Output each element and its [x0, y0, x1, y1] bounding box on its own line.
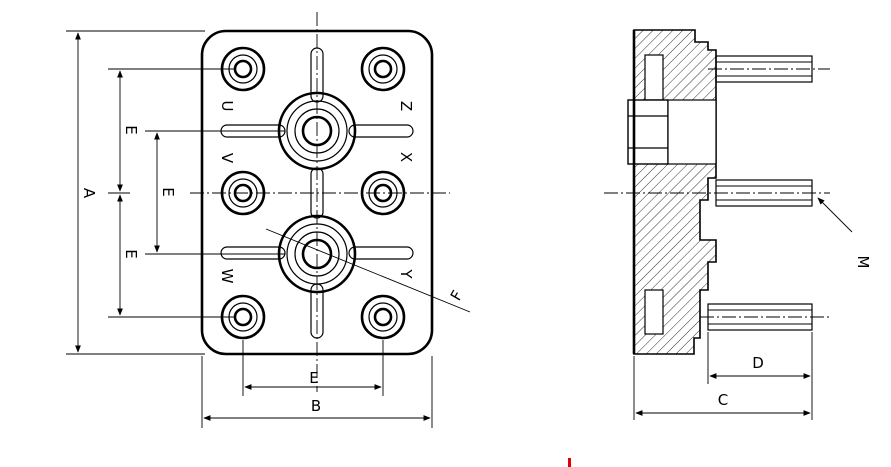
- side-body-inner: [667, 99, 717, 165]
- dimension-label-c: C: [718, 391, 728, 409]
- hole-label-w: W: [218, 269, 236, 284]
- dimension-label-e-middle: E: [159, 187, 177, 196]
- horizontal-slot-lower-right: [348, 246, 414, 260]
- horizontal-slot-upper-right: [348, 124, 414, 138]
- leader-m: M: [817, 197, 872, 269]
- hole-label-v: V: [218, 153, 236, 164]
- dimension-d: D: [707, 332, 813, 420]
- side-bore-upper: [644, 54, 664, 101]
- mounting-hole-bottom-right: [360, 294, 406, 340]
- side-view: M D C: [604, 29, 872, 420]
- side-bore-lower: [644, 289, 664, 335]
- dimension-label-d: D: [752, 354, 764, 372]
- dimension-label-a: A: [80, 188, 98, 199]
- dimension-label-f: F: [447, 287, 467, 303]
- dimension-label-e-lower: E: [122, 249, 140, 258]
- dimension-label-e-upper: E: [122, 125, 140, 134]
- mounting-hole-middle-right: [360, 170, 406, 216]
- vertical-slot-top: [310, 47, 324, 103]
- mounting-hole-middle-left: [220, 170, 266, 216]
- hole-label-z: Z: [397, 101, 415, 111]
- horizontal-slot-lower-left: [220, 246, 286, 260]
- hole-label-u: U: [218, 101, 236, 112]
- leader-f: F: [265, 228, 471, 313]
- hole-label-x: X: [397, 152, 415, 162]
- dimension-c: C: [633, 356, 811, 420]
- dimension-e-vertical-stack: E E E: [108, 68, 285, 318]
- dimension-b: B: [201, 356, 433, 428]
- hole-label-y: Y: [397, 268, 415, 279]
- dimension-label-m: M: [854, 256, 872, 269]
- dimension-a: A: [66, 30, 205, 355]
- dimension-label-e-horizontal: E: [309, 369, 318, 387]
- front-view: U Z V X W Y A E E E: [66, 12, 471, 428]
- red-marker: [568, 458, 571, 467]
- dimension-e-horizontal: E: [242, 340, 384, 396]
- dimension-label-b: B: [311, 397, 321, 415]
- mounting-hole-top-right: [360, 46, 406, 92]
